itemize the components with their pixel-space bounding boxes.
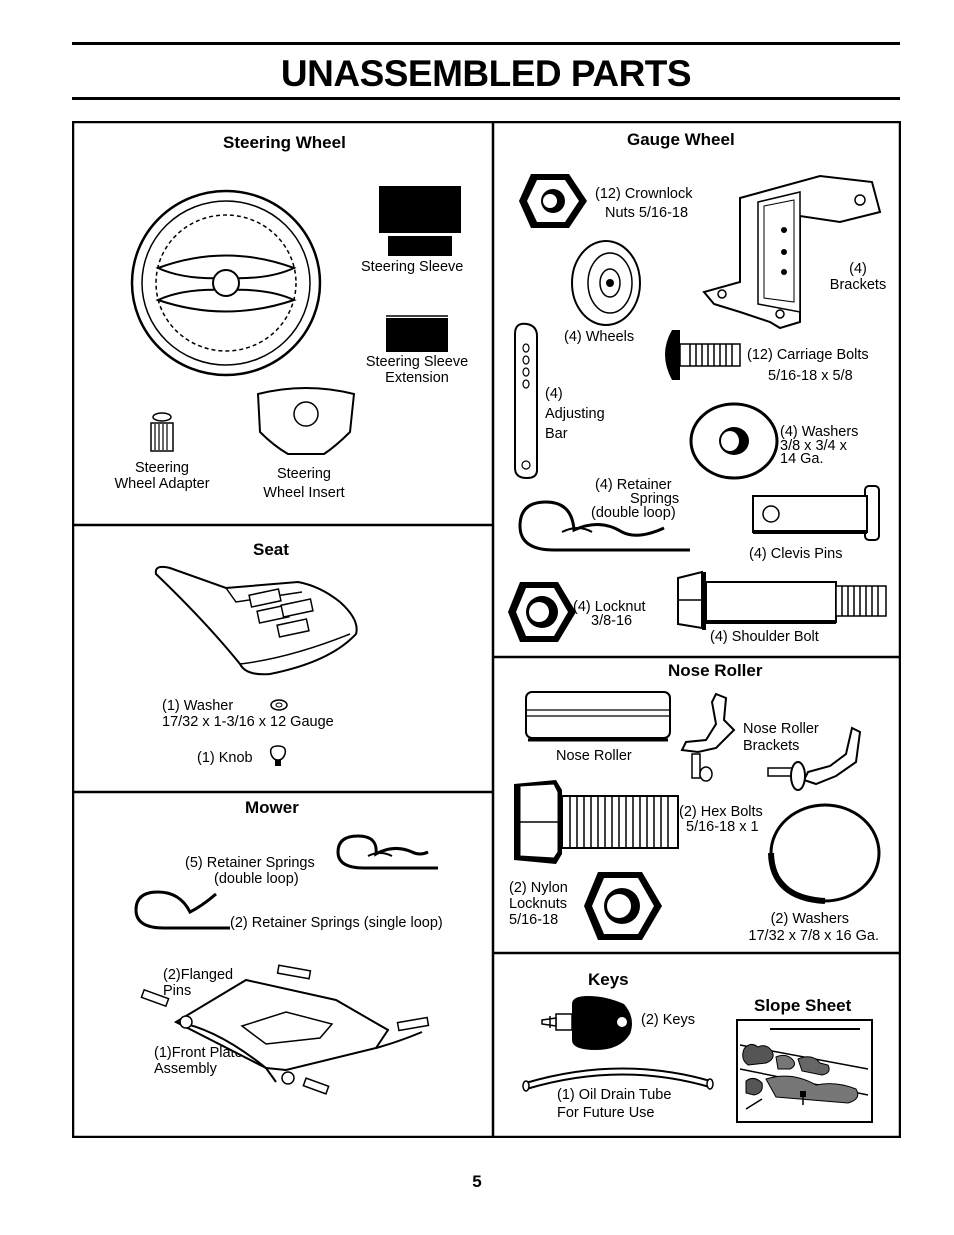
retainer-spring-single-icon — [134, 890, 230, 930]
mower-heading: Mower — [245, 798, 299, 817]
gauge-locknut-label: (4) Locknut 3/8-16 — [573, 599, 646, 629]
front-plate-assembly-illustration — [140, 964, 430, 1095]
nose-roller-label: Nose Roller — [556, 748, 632, 764]
seat-illustration — [154, 565, 358, 676]
parts-frame — [72, 121, 901, 1138]
steering-sleeve-illustration — [379, 186, 461, 256]
mower-retainer-double-label: (5) Retainer Springs (double loop) — [185, 855, 315, 887]
nose-roller-bracket-left-icon — [680, 692, 736, 782]
gauge-washers-label: (4) Washers 3/8 x 3/4 x 14 Ga. — [780, 424, 859, 467]
nose-roller-icon — [525, 691, 671, 742]
top-rule — [72, 42, 900, 45]
page-title: UNASSEMBLED PARTS — [280, 53, 692, 94]
seat-washer-label: (1) Washer 17/32 x 1-3/16 x 12 Gauge — [162, 698, 334, 730]
retainer-spring-double-icon — [336, 834, 438, 870]
gauge-wheels-label: (4) Wheels — [564, 329, 635, 345]
gauge-washer-icon — [689, 402, 779, 480]
gauge-wheel-illustration — [571, 240, 641, 326]
nose-roller-bracket-right-icon — [767, 726, 862, 791]
oil-drain-tube-label: (1) Oil Drain Tube For Future Use — [557, 1087, 672, 1121]
steering-heading: Steering Wheel — [223, 133, 346, 152]
oil-drain-tube-icon — [522, 1067, 714, 1092]
steering-sleeve-label: Steering Sleeve — [361, 259, 464, 275]
gauge-brackets-label: (4) Brackets — [829, 261, 887, 293]
gauge-carriage-label: (12) Carriage Bolts 5/16-18 x 5/8 — [747, 347, 869, 384]
knob-icon — [269, 745, 287, 766]
gauge-heading: Gauge Wheel — [627, 130, 735, 149]
shoulder-bolt-icon — [677, 570, 887, 630]
mower-retainer-single-label: (2) Retainer Springs (single loop) — [230, 915, 443, 931]
keys-heading: Keys — [588, 970, 629, 989]
nose-hexbolts-label: (2) Hex Bolts 5/16-18 x 1 — [679, 804, 763, 835]
gauge-shoulder-label: (4) Shoulder Bolt — [710, 629, 819, 645]
washer-icon — [270, 699, 288, 711]
gauge-retainer-spring-icon — [518, 500, 690, 552]
crownlock-nut-icon — [519, 174, 587, 228]
slope-heading: Slope Sheet — [754, 996, 852, 1015]
carriage-bolt-icon — [665, 330, 741, 380]
steering-sleeve-extension-label: Steering Sleeve Extension — [365, 354, 469, 386]
nose-roller-brackets-label: Nose Roller Brackets — [743, 721, 819, 754]
steering-wheel-adapter-label: Steering Wheel Adapter — [114, 460, 210, 492]
nose-heading: Nose Roller — [668, 661, 763, 680]
keys-label: (2) Keys — [641, 1012, 695, 1028]
steering-wheel-insert-illustration — [256, 387, 356, 455]
steering-wheel-illustration — [130, 189, 322, 377]
slope-sheet-illustration — [736, 1019, 873, 1123]
gauge-crownlock-label: (12) Crownlock Nuts 5/16-18 — [595, 186, 693, 221]
gauge-locknut-icon — [508, 582, 576, 642]
gauge-retainer-label: (4) Retainer Springs (double loop) — [591, 477, 680, 521]
nose-washers-label: (2) Washers 17/32 x 7/8 x 16 Ga. — [748, 911, 879, 944]
key-icon — [541, 996, 632, 1050]
nose-washer-icon — [768, 803, 881, 904]
steering-wheel-adapter-illustration — [150, 412, 174, 452]
nose-locknuts-label: (2) Nylon Locknuts 5/16-18 — [509, 880, 568, 928]
steering-wheel-insert-label: Steering Wheel Insert — [263, 466, 345, 501]
gauge-bracket-illustration — [702, 174, 882, 330]
adjusting-bar-icon — [514, 322, 538, 480]
mower-flanged-pins-label: (2)Flanged Pins — [163, 967, 234, 999]
nylon-locknut-icon — [584, 872, 662, 940]
clevis-pin-icon — [752, 485, 880, 541]
seat-heading: Seat — [253, 540, 289, 559]
title-underline — [72, 97, 900, 100]
seat-knob-label: (1) Knob — [197, 750, 253, 766]
hex-bolt-icon — [514, 780, 679, 864]
page-number: 5 — [472, 1172, 482, 1191]
gauge-clevis-label: (4) Clevis Pins — [749, 546, 843, 562]
mower-front-plate-label: (1)Front Plate Assembly — [154, 1045, 243, 1077]
gauge-adjusting-bar-label: (4) Adjusting Bar — [545, 386, 605, 442]
steering-sleeve-extension-illustration — [386, 315, 448, 352]
